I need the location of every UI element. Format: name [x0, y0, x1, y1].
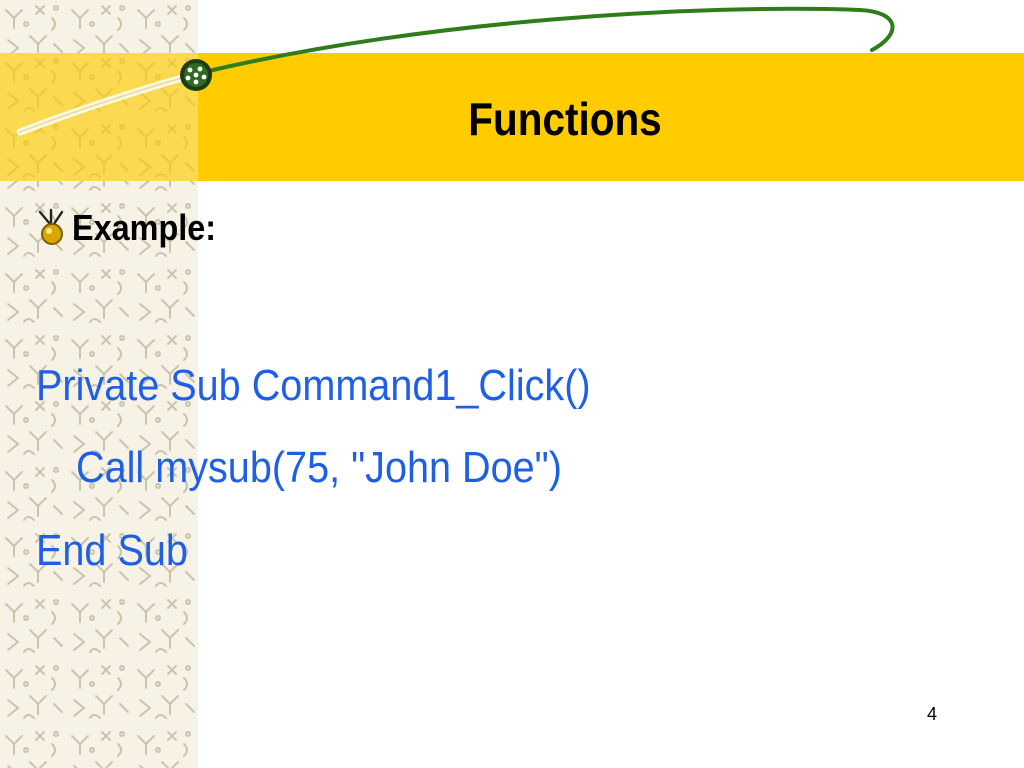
slide-title: Functions — [468, 93, 662, 145]
code-line-call-statement: Call mysub(75, "John Doe") — [76, 443, 562, 492]
bullet-label: Example: — [72, 207, 217, 248]
code-line-end-sub: End Sub — [36, 526, 188, 575]
code-line-sub-declaration: Private Sub Command1_Click() — [36, 361, 591, 410]
title-band-pattern — [0, 53, 198, 181]
page-number: 4 — [926, 704, 937, 724]
bullet-item: Example: — [34, 200, 232, 256]
bullet-ornament-icon — [38, 208, 64, 245]
